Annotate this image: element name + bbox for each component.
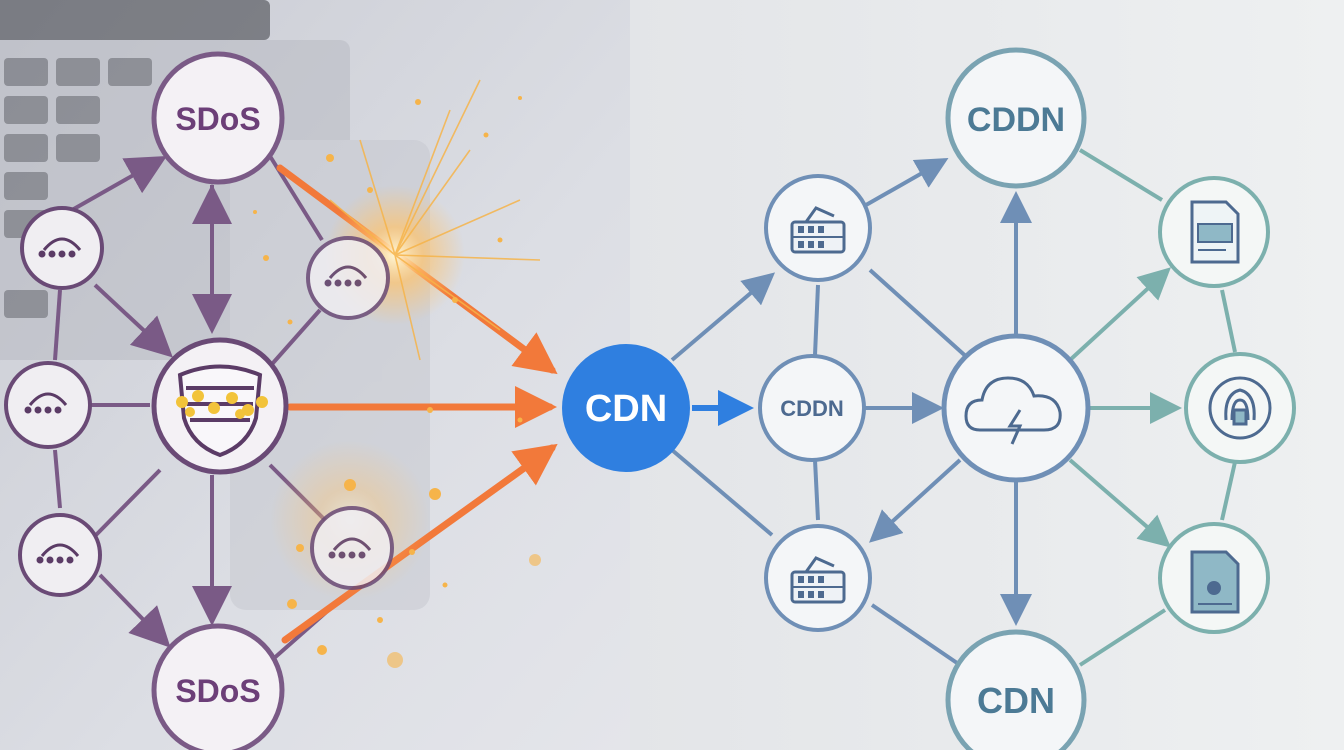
router-icon: [324, 265, 368, 287]
cdn-links-blue: [670, 158, 1032, 667]
cdn-hub-node: CDN: [562, 344, 690, 472]
document-node-top: [1158, 176, 1270, 288]
document-node-bottom: [1158, 522, 1270, 634]
cloud-icon: [964, 376, 1062, 445]
cddn-node-mid: CDDN: [758, 354, 866, 462]
server-node-bottom: [764, 524, 872, 632]
client-node-3: [18, 513, 102, 597]
shield-node: [151, 337, 289, 475]
client-node-2: [4, 361, 92, 449]
server-icon: [790, 206, 846, 254]
cdn-label-bottom: CDN: [977, 680, 1055, 721]
sdos-label-top: SDoS: [175, 101, 260, 137]
fingerprint-node: [1184, 352, 1296, 464]
router-icon: [328, 537, 372, 559]
router-icon: [24, 392, 68, 414]
router-icon: [36, 543, 80, 564]
cdn-node-bottom: CDN: [945, 629, 1087, 750]
cddn-node-top: CDDN: [945, 47, 1087, 189]
client-node-4: [306, 236, 390, 320]
cddn-label-top: CDDN: [967, 101, 1065, 139]
server-icon: [790, 556, 846, 604]
client-node-5: [310, 506, 394, 590]
cloud-node: [941, 333, 1091, 483]
sdos-label-bottom: SDoS: [175, 673, 260, 709]
shield-icon: [176, 364, 268, 458]
document-icon: [1190, 200, 1240, 264]
fingerprint-icon: [1208, 376, 1272, 440]
document-icon: [1190, 550, 1240, 614]
client-node-1: [20, 206, 104, 290]
server-node-top: [764, 174, 872, 282]
cdn-links-teal: [1068, 148, 1237, 667]
cddn-label-mid: CDDN: [780, 396, 844, 421]
sdos-node-bottom: SDoS: [151, 623, 285, 750]
sdos-node-top: SDoS: [151, 51, 285, 185]
cdn-hub-label: CDN: [585, 388, 667, 430]
router-icon: [38, 237, 82, 258]
